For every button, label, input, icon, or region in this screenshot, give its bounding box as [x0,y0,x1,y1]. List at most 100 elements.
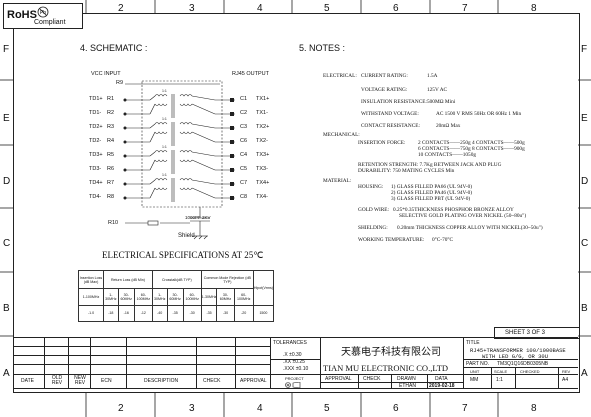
zone-row-d-right: D [581,176,589,187]
tolerances-label: TOLERANCES [273,340,307,346]
zone-col-4-bottom: 4 [257,403,263,414]
tol-2: .XX ±0.25 [283,359,305,365]
c5-label: C5 [240,166,248,172]
sub-8: 30-60MHz [216,288,235,306]
gold-line-2: SELECTIVE GOLD PLATING OVER NICKEL (50~8… [399,213,527,219]
hdr-return: Return Loss (dB Min) [103,269,153,290]
material-label: MATERIAL: [323,178,352,184]
sheet-label: SHEET 3 OF 3 [505,330,545,336]
tx1n-label: TX1- [256,110,268,116]
tx4p-label: TX4+ [256,180,270,186]
zone-col-3: 3 [189,3,195,14]
ratio-2: 1:1 [162,117,167,121]
tol-1: .X ±0.30 [283,352,302,358]
tx4n-label: TX4- [256,194,268,200]
housing-line-3: 3) GLASS FILLED PBT (UL 94V-0) [391,196,471,202]
company-name-en: TIAN MU ELECTRONIC CO.,LTD [323,363,449,373]
sub-1: 1-30MHz [103,288,119,306]
rev-col-approval: APPROVAL [240,378,267,384]
zone-row-a-right: A [581,368,588,379]
pb-label: Pb [40,10,46,16]
td4p-label: TD4+ [89,180,103,186]
tx2n-label: TX2- [256,138,268,144]
sub-3: 60-100MHz [133,288,153,306]
val-0: -1.0 [78,304,104,323]
c8-label: C8 [240,194,248,200]
rev-value: A4 [562,377,569,383]
current-rating-label: CURRENT RATING: [361,73,408,79]
voltage-rating-label: VOLTAGE RATING: [361,87,408,93]
zone-row-c-right: C [581,238,589,249]
sub-9: 60-100MHz [233,288,254,306]
td4n-label: TD4- [89,194,102,200]
r8-label: R8 [107,194,115,200]
part-no-value: TM3Q1Q16DB0305NB [497,361,549,367]
val-9: -20 [233,304,254,323]
r10-label: R10 [108,220,119,226]
scale-value: 1:1 [496,377,503,383]
checked-label: CHECKED [520,369,540,374]
zone-row-e: E [3,113,10,124]
sheet-box [494,327,580,339]
zone-col-6: 6 [393,3,399,14]
val-1: -18 [103,304,119,323]
zone-col-6-bottom: 6 [393,403,399,414]
compliant-label: Compliant [34,19,66,26]
projection-icon [285,382,301,388]
tol-3: .XXX ±0.10 [283,366,309,372]
r6-label: R6 [107,166,115,172]
housing-line-2: 2) GLASS FILLED PA46 (UL 94V-0) [391,190,473,196]
zone-col-3-bottom: 3 [189,403,195,414]
current-rating-value: 1.5A [427,73,438,79]
insertion-line-1: 2 CONTACTS——250g 4 CONTACTS——500g [418,140,525,146]
schematic-diagram: 1:1 1:1 1:1 1:1 [123,80,235,240]
projection-label: PROJECT [285,376,304,381]
title-label: TITLE [466,340,480,346]
val-10: 1500 [252,304,275,323]
zone-row-b: B [3,303,10,314]
sub-6: 60-100MHz [182,288,202,306]
shielding-label: SHIELDING: [358,225,388,231]
td3n-label: TD3- [89,166,102,172]
c1-label: C1 [240,96,248,102]
elec-spec-title-wrap: ELECTRICAL SPECIFICATIONS AT 25℃ [102,250,263,261]
insertion-line-3: 10 CONTACTS——1050g [418,152,476,158]
r7-label: R7 [107,180,115,186]
elec-spec-table: Insertion Loss (dB Max) Return Loss (dB … [78,269,275,323]
insulation-label: INSULATION RESISTANCE: [361,99,427,105]
hdr-hipot: Hipot(Vrms) [252,270,275,306]
sub-4: 1-30MHz [151,288,168,306]
val-3: -12 [133,304,153,323]
drawn-name: ETHAN [399,383,416,389]
contact-res-value: 20mΩ Max [436,123,461,129]
c6-label: C6 [240,138,248,144]
ratio-1: 1:1 [162,89,167,93]
company-name-cn: 天慕电子科技有限公司 [341,347,441,358]
approval-label: APPROVAL [325,376,352,382]
drawn-label: DRAWN [397,376,416,382]
c3-label: C3 [240,124,248,130]
tx2p-label: TX2+ [256,124,270,130]
pb-free-icon: Pb [37,6,49,18]
insertion-label: INSERTION FORCE: [358,140,406,146]
rev-col-ecn: ECN [101,378,112,384]
val-4: -40 [151,304,168,323]
electrical-label: ELECTRICAL: [323,73,357,79]
val-7: -35 [200,304,218,323]
gold-line-1: 0.25*0.35THICKNESS PHOSPHOR BRONZE ALLOY [393,207,514,213]
rohs-badge: RoHS Pb Compliant [3,3,83,29]
rev-col-date: DATE [21,378,34,384]
rev-col-old: OLD REV [51,375,63,386]
zone-row-f: F [3,44,10,55]
rev-col-check: CHECK [203,378,221,384]
insulation-value: 500MΩ Mini [427,99,456,105]
c2-label: C2 [240,110,248,116]
retention-line: RETENTION STRENGTH: 7.7Kg BETWEEN JACK A… [358,162,502,168]
tx3p-label: TX3+ [256,152,270,158]
housing-label: HOUSING: [358,184,384,190]
housing-line-1: 1) GLASS FILLED PA66 (UL 94V-0) [391,184,473,190]
title-line-1: RJ45+TRANSFORMER 100/1000BASE [470,347,566,354]
part-no-label: PART NO. [466,361,490,367]
zone-col-5-bottom: 5 [324,403,330,414]
